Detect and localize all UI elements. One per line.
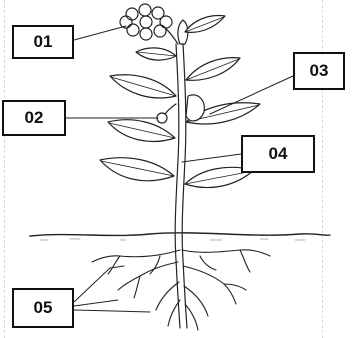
leader-03 — [209, 75, 294, 115]
leader-05b — [73, 299, 119, 307]
flower — [119, 3, 179, 45]
label-box-05: 05 — [12, 288, 74, 328]
label-box-04: 04 — [241, 135, 315, 173]
soil-line — [29, 232, 331, 237]
page-edge-left — [4, 0, 5, 338]
leader-05a — [73, 265, 125, 303]
label-box-02: 02 — [2, 100, 66, 136]
leader-04 — [181, 153, 242, 163]
leaf — [99, 157, 175, 182]
page-edge-right — [322, 0, 323, 338]
leader-01 — [73, 25, 127, 41]
fruit-pod — [185, 94, 205, 122]
roots — [91, 249, 271, 331]
stem — [174, 43, 188, 329]
soil-texture — [39, 238, 306, 241]
leader-05c — [73, 309, 151, 313]
leader-lines — [65, 25, 294, 313]
small-fruit — [156, 103, 177, 124]
label-box-03: 03 — [293, 52, 345, 90]
label-box-01: 01 — [12, 25, 74, 59]
flower-bud — [177, 19, 189, 45]
